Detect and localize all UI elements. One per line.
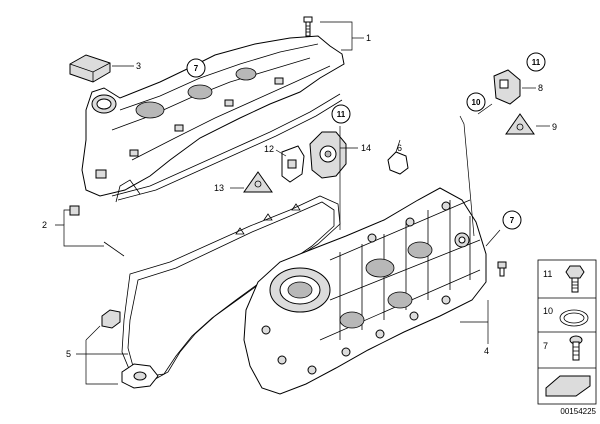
svg-text:11: 11: [337, 110, 346, 119]
callout-11-right: 11: [526, 52, 546, 72]
callout-7-right: 7: [502, 210, 522, 230]
part-4-bolt: 4: [460, 261, 507, 356]
label-14: 14: [361, 143, 371, 153]
label-3: 3: [136, 61, 141, 71]
parts-legend-panel: 11 10 7: [537, 259, 597, 405]
part-1-bolt: 1: [303, 16, 371, 51]
part-12-bracket: 12: [264, 144, 305, 183]
legend-bolt-icon: [565, 265, 585, 293]
part-13-warning-label: 13: [214, 171, 273, 193]
label-9: 9: [552, 122, 557, 132]
part-6-clip: 6: [387, 139, 409, 175]
callout-7-top: 7: [186, 58, 206, 78]
legend-arrow-icon: [545, 375, 591, 397]
label-6: 6: [397, 143, 402, 153]
legend-screw-icon: [569, 335, 583, 361]
part-9-warning-label: 9: [505, 113, 557, 135]
part-14-sensor-housing: 14: [309, 131, 371, 179]
svg-text:11: 11: [532, 58, 541, 67]
label-1: 1: [366, 33, 371, 43]
label-12: 12: [264, 144, 274, 154]
part-3-oil-filler-cap: 3: [69, 54, 141, 83]
lower-intake-manifold: [243, 187, 487, 395]
part-5-plugs: 5: [66, 309, 159, 389]
upper-cover-gasket: [111, 93, 343, 201]
legend-7: 7: [543, 341, 548, 351]
upper-cylinder-head-cover: [81, 35, 345, 197]
document-id: 00154225: [560, 407, 596, 416]
label-4: 4: [484, 346, 489, 356]
callout-11-mid: 11: [331, 104, 351, 124]
label-2: 2: [42, 220, 47, 230]
legend-10: 10: [543, 306, 553, 316]
svg-text:7: 7: [510, 216, 515, 225]
label-8: 8: [538, 83, 543, 93]
svg-text:10: 10: [472, 98, 481, 107]
legend-seal-ring-icon: [559, 309, 589, 327]
part-2-seal: 2: [42, 205, 125, 257]
callout-10-right: 10: [466, 92, 486, 112]
svg-text:7: 7: [194, 64, 199, 73]
label-5: 5: [66, 349, 71, 359]
legend-11: 11: [543, 269, 552, 279]
label-13: 13: [214, 183, 224, 193]
part-8-bracket: 8: [493, 69, 543, 105]
